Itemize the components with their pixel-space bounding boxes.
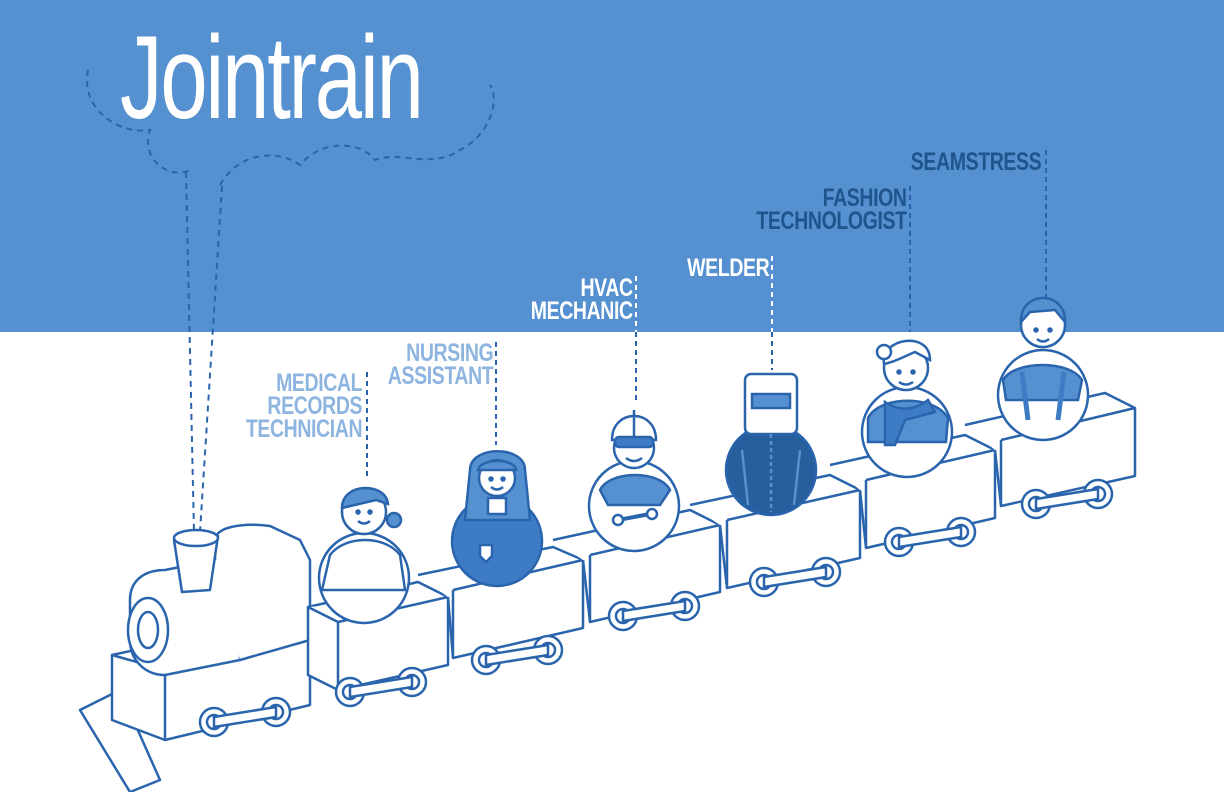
label-line: TECHNOLOGIST: [756, 207, 908, 235]
page-title: Jointrain: [120, 12, 424, 144]
blue-banner: [0, 0, 1224, 332]
train-cars: [306, 391, 1137, 692]
label-medical-records-technician: MEDICAL RECORDS TECHNICIAN: [245, 369, 363, 443]
smoke-cloud: [85, 69, 495, 533]
welder-figure: [724, 372, 818, 517]
label-nursing-assistant: NURSING ASSISTANT: [387, 339, 494, 390]
label-seamstress: SEAMSTRESS: [910, 148, 1042, 176]
label-line: NURSING: [405, 339, 494, 367]
medical-records-technician-figure: [317, 486, 411, 625]
label-welder: WELDER: [686, 254, 770, 282]
fashion-technologist-figure: [860, 339, 954, 479]
label-line: RECORDS: [267, 392, 362, 420]
label-line: SEAMSTRESS: [910, 148, 1042, 176]
label-line: MECHANIC: [531, 297, 633, 325]
label-fashion-technologist: FASHION TECHNOLOGIST: [756, 184, 908, 235]
locomotive: [78, 523, 312, 792]
label-line: WELDER: [686, 254, 770, 282]
seamstress-figure: [996, 296, 1090, 442]
label-line: HVAC: [580, 274, 634, 302]
label-line: FASHION: [823, 184, 907, 212]
label-line: ASSISTANT: [387, 362, 493, 390]
hvac-mechanic-figure: [587, 410, 681, 553]
label-leaders: [366, 150, 1047, 478]
label-line: MEDICAL: [275, 369, 362, 397]
label-hvac-mechanic: HVAC MECHANIC: [531, 274, 634, 325]
label-line: TECHNICIAN: [245, 415, 363, 443]
nursing-assistant-figure: [450, 450, 544, 588]
